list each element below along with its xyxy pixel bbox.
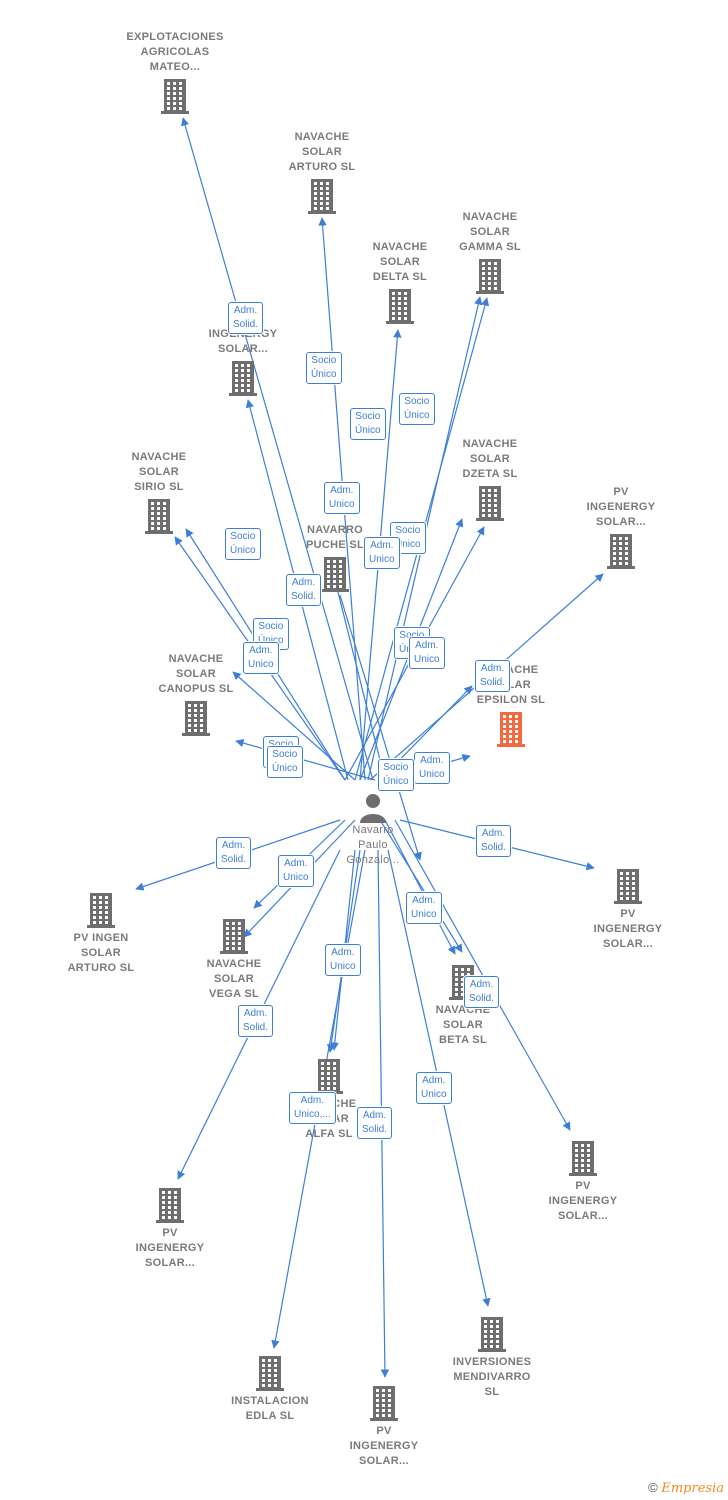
building-icon	[87, 893, 115, 928]
company-node-navarropuche[interactable]: NAVARRO PUCHE SL	[270, 523, 400, 592]
company-label[interactable]: NAVACHE SOLAR ARTURO SL	[288, 131, 356, 173]
company-node-explotaciones[interactable]: EXPLOTACIONES AGRICOLAS MATEO...	[110, 30, 240, 114]
company-label[interactable]: NAVACHE SOLAR EPSILON SL	[476, 664, 546, 706]
copyright: © Empresia	[648, 1480, 724, 1496]
person-icon	[360, 794, 386, 823]
relation-badge[interactable]: Adm. Unico	[414, 752, 450, 784]
building-icon	[161, 79, 189, 114]
company-node-pvtop[interactable]: PV INGENERGY SOLAR...	[556, 485, 686, 569]
company-label[interactable]: NAVACHE SOLAR GAMMA SL	[459, 211, 521, 253]
company-label[interactable]: NAVACHE SOLAR SIRIO SL	[131, 451, 187, 493]
company-node-pvright[interactable]: PV INGENERGY SOLAR...	[563, 868, 693, 952]
relation-badge[interactable]: Adm. Unico	[409, 637, 445, 669]
relation-badge[interactable]: Adm. Solid.	[228, 302, 264, 334]
company-node-ingenergy1[interactable]: INGENERGY SOLAR...	[178, 327, 308, 396]
company-node-pvbottom[interactable]: PV INGENERGY SOLAR...	[319, 1385, 449, 1469]
company-node-canopus[interactable]: NAVACHE SOLAR CANOPUS SL	[131, 652, 261, 736]
company-node-edla[interactable]: INSTALACION EDLA SL	[205, 1355, 335, 1424]
building-icon	[607, 534, 635, 569]
relation-edge-19	[384, 819, 456, 955]
building-icon	[182, 701, 210, 736]
relation-badge[interactable]: Adm. Unico,...	[289, 1092, 336, 1124]
relation-edge-11	[232, 671, 356, 781]
building-icon	[229, 361, 257, 396]
building-icon	[476, 259, 504, 294]
company-label[interactable]: PV INGENERGY SOLAR...	[349, 1425, 419, 1467]
relation-edge-21	[394, 819, 571, 1131]
building-icon	[145, 499, 173, 534]
relation-badge[interactable]: Adm. Unico	[416, 1072, 452, 1104]
relation-badge[interactable]: Socio Único	[225, 528, 261, 560]
relation-badge[interactable]: Adm. Unico	[243, 642, 279, 674]
relation-badge[interactable]: Adm. Solid.	[475, 660, 511, 692]
company-label[interactable]: NAVACHE SOLAR DELTA SL	[372, 241, 428, 283]
company-label[interactable]: PV INGENERGY SOLAR...	[548, 1180, 618, 1222]
building-icon	[256, 1356, 284, 1391]
building-icon	[156, 1188, 184, 1223]
building-icon	[478, 1317, 506, 1352]
relation-badge[interactable]: Socio Único	[267, 746, 303, 778]
relation-badge[interactable]: Socio Único	[306, 352, 342, 384]
building-icon	[386, 289, 414, 324]
relation-edge-20	[379, 819, 463, 953]
relation-edge-28	[329, 559, 388, 781]
company-node-vega[interactable]: NAVACHE SOLAR VEGA SL	[169, 918, 299, 1002]
building-icon	[308, 179, 336, 214]
relation-badge[interactable]: Adm. Solid.	[216, 837, 252, 869]
person-label[interactable]: Navarro Paulo Gonzalo...	[346, 824, 400, 866]
building-icon	[321, 557, 349, 592]
relation-badge[interactable]: Adm. Solid.	[464, 976, 500, 1008]
building-icon	[497, 712, 525, 747]
company-node-gamma[interactable]: NAVACHE SOLAR GAMMA SL	[425, 210, 555, 294]
building-icon	[569, 1141, 597, 1176]
company-node-pvlowright[interactable]: PV INGENERGY SOLAR...	[518, 1140, 648, 1224]
relation-badge[interactable]: Adm. Unico	[364, 537, 400, 569]
company-node-sirio[interactable]: NAVACHE SOLAR SIRIO SL	[94, 450, 224, 534]
company-node-inversiones[interactable]: INVERSIONES MENDIVARRO SL	[427, 1316, 557, 1400]
relation-badge[interactable]: Adm. Unico	[325, 944, 361, 976]
company-label[interactable]: EXPLOTACIONES AGRICOLAS MATEO...	[126, 31, 224, 73]
copyright-symbol: ©	[648, 1480, 658, 1495]
relation-badge[interactable]: Adm. Solid.	[476, 825, 512, 857]
relation-badge[interactable]: Adm. Unico	[324, 482, 360, 514]
relation-badge[interactable]: Socio Único	[378, 759, 414, 791]
relation-badge[interactable]: Socio Único	[399, 393, 435, 425]
relation-badge[interactable]: Adm. Unico	[406, 892, 442, 924]
person-node[interactable]: Navarro Paulo Gonzalo...	[308, 793, 438, 868]
relation-edge-0	[181, 117, 374, 781]
company-label[interactable]: PV INGENERGY SOLAR...	[135, 1227, 205, 1269]
relation-badge[interactable]: Adm. Solid.	[238, 1005, 274, 1037]
building-icon	[614, 869, 642, 904]
relation-edge-13	[235, 738, 376, 781]
building-icon	[370, 1386, 398, 1421]
company-label[interactable]: NAVACHE SOLAR CANOPUS SL	[158, 653, 234, 695]
relation-edge-29	[339, 594, 422, 861]
company-label[interactable]: INVERSIONES MENDIVARRO SL	[452, 1356, 532, 1398]
brand-logo[interactable]: Empresia	[661, 1481, 724, 1496]
relation-badge[interactable]: Adm. Solid.	[286, 574, 322, 606]
relation-badge[interactable]: Adm. Solid.	[357, 1107, 393, 1139]
company-label[interactable]: NAVARRO PUCHE SL	[305, 524, 365, 551]
company-label[interactable]: PV INGEN SOLAR ARTURO SL	[67, 932, 135, 974]
company-label[interactable]: NAVACHE SOLAR DZETA SL	[462, 438, 518, 480]
building-icon	[315, 1059, 343, 1094]
company-label[interactable]: NAVACHE SOLAR BETA SL	[435, 1004, 491, 1046]
company-label[interactable]: NAVACHE SOLAR VEGA SL	[206, 958, 262, 1000]
company-label[interactable]: INSTALACION EDLA SL	[231, 1395, 309, 1422]
company-node-pvingenarturo[interactable]: PV INGEN SOLAR ARTURO SL	[36, 892, 166, 976]
company-label[interactable]: PV INGENERGY SOLAR...	[586, 486, 656, 528]
company-node-pvlowleft[interactable]: PV INGENERGY SOLAR...	[105, 1187, 235, 1271]
company-node-dzeta[interactable]: NAVACHE SOLAR DZETA SL	[425, 437, 555, 521]
company-node-epsilon[interactable]: NAVACHE SOLAR EPSILON SL	[446, 663, 576, 747]
building-icon	[476, 486, 504, 521]
relation-badge[interactable]: Socio Único	[350, 408, 386, 440]
company-label[interactable]: PV INGENERGY SOLAR...	[593, 908, 663, 950]
company-node-beta[interactable]: NAVACHE SOLAR BETA SL	[398, 964, 528, 1048]
relation-badge[interactable]: Adm. Unico	[278, 855, 314, 887]
building-icon	[220, 919, 248, 954]
company-node-arturo[interactable]: NAVACHE SOLAR ARTURO SL	[257, 130, 387, 214]
company-node-delta[interactable]: NAVACHE SOLAR DELTA SL	[335, 240, 465, 324]
